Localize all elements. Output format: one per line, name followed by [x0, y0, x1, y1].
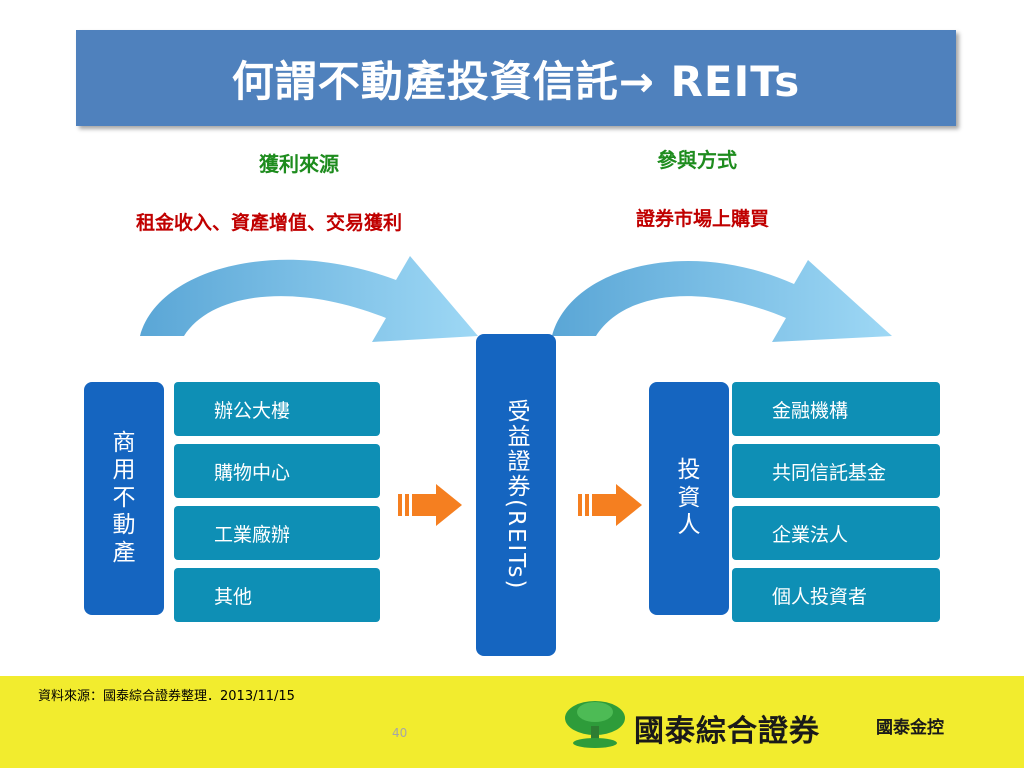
commercial-real-estate-label: 商用不動產	[112, 429, 136, 566]
profit-source-heading: 獲利來源	[259, 152, 339, 176]
reits-box: 受益證券(REITs)	[476, 334, 556, 656]
right-item: 企業法人	[732, 506, 940, 560]
brand-name: 國泰綜合證券	[634, 714, 820, 749]
left-item: 工業廠辦	[174, 506, 380, 560]
page-title: 何謂不動產投資信託→ REITs	[231, 56, 801, 106]
footer-bar: 資料來源：國泰綜合證券整理．2013/11/15 40 國泰綜合證券 國泰金控	[0, 676, 1024, 768]
curved-arrow-left-icon	[140, 256, 478, 342]
left-item: 購物中心	[174, 444, 380, 498]
right-item: 金融機構	[732, 382, 940, 436]
flow-arrow-left-icon	[398, 484, 462, 526]
commercial-real-estate-box: 商用不動產	[84, 382, 164, 615]
right-item: 個人投資者	[732, 568, 940, 622]
tree-logo-icon	[565, 701, 625, 748]
flow-arrow-right-icon	[578, 484, 642, 526]
right-item: 共同信託基金	[732, 444, 940, 498]
reits-label: 受益證券(REITs)	[503, 399, 529, 591]
participation-detail: 證券市場上購買	[636, 208, 770, 230]
profit-source-detail: 租金收入、資產增值、交易獲利	[136, 212, 403, 234]
investors-label: 投資人	[677, 457, 701, 539]
curved-arrow-right-icon	[552, 260, 892, 342]
investors-box: 投資人	[649, 382, 729, 615]
participation-heading: 參與方式	[657, 148, 737, 172]
left-item: 辦公大樓	[174, 382, 380, 436]
brand-group-name: 國泰金控	[876, 718, 944, 738]
title-bar: 何謂不動產投資信託→ REITs	[76, 30, 956, 126]
left-item: 其他	[174, 568, 380, 622]
page-number: 40	[392, 726, 408, 740]
source-note: 資料來源：國泰綜合證券整理．2013/11/15	[38, 689, 295, 704]
